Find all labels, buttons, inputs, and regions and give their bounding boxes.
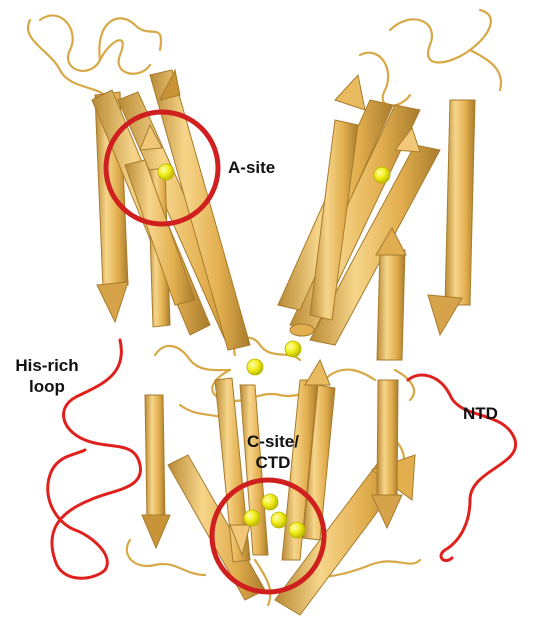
strand-arrow-lower-1	[142, 515, 170, 548]
ion-center-1	[247, 359, 263, 375]
c-site-label-line2: CTD	[238, 452, 308, 473]
strand-arrow-right-top	[335, 75, 365, 110]
ion-c-site-3	[271, 512, 287, 528]
strand-arrow-lower-top	[305, 360, 330, 385]
ion-c-site-1	[262, 494, 278, 510]
lower-domain	[142, 360, 415, 615]
ion-c-site-2	[244, 510, 260, 526]
helix-cap-right	[290, 324, 314, 336]
ion-a-site-right	[374, 167, 390, 183]
his-rich-label-line1: His-rich	[4, 355, 90, 376]
c-site-ctd-label: C-site/ CTD	[238, 431, 308, 473]
helix-right-6	[377, 250, 405, 360]
ion-center-2	[285, 341, 301, 357]
strand-arrow-right-1	[428, 295, 462, 335]
strand-arrow-left-1	[97, 282, 128, 322]
ion-c-site-4	[289, 522, 305, 538]
ion-a-site-left	[158, 164, 174, 180]
upper-right-domain	[278, 75, 475, 360]
a-site-label: A-site	[228, 157, 275, 178]
ntd-label: NTD	[463, 403, 498, 424]
ntd-trace	[408, 375, 516, 561]
helix-lower-1	[145, 395, 165, 520]
helix-lower-8	[377, 380, 398, 500]
his-rich-loop-label: His-rich loop	[4, 355, 90, 397]
his-rich-label-line2: loop	[4, 376, 90, 397]
helix-right-1	[445, 100, 475, 305]
c-site-label-line1: C-site/	[238, 431, 308, 452]
